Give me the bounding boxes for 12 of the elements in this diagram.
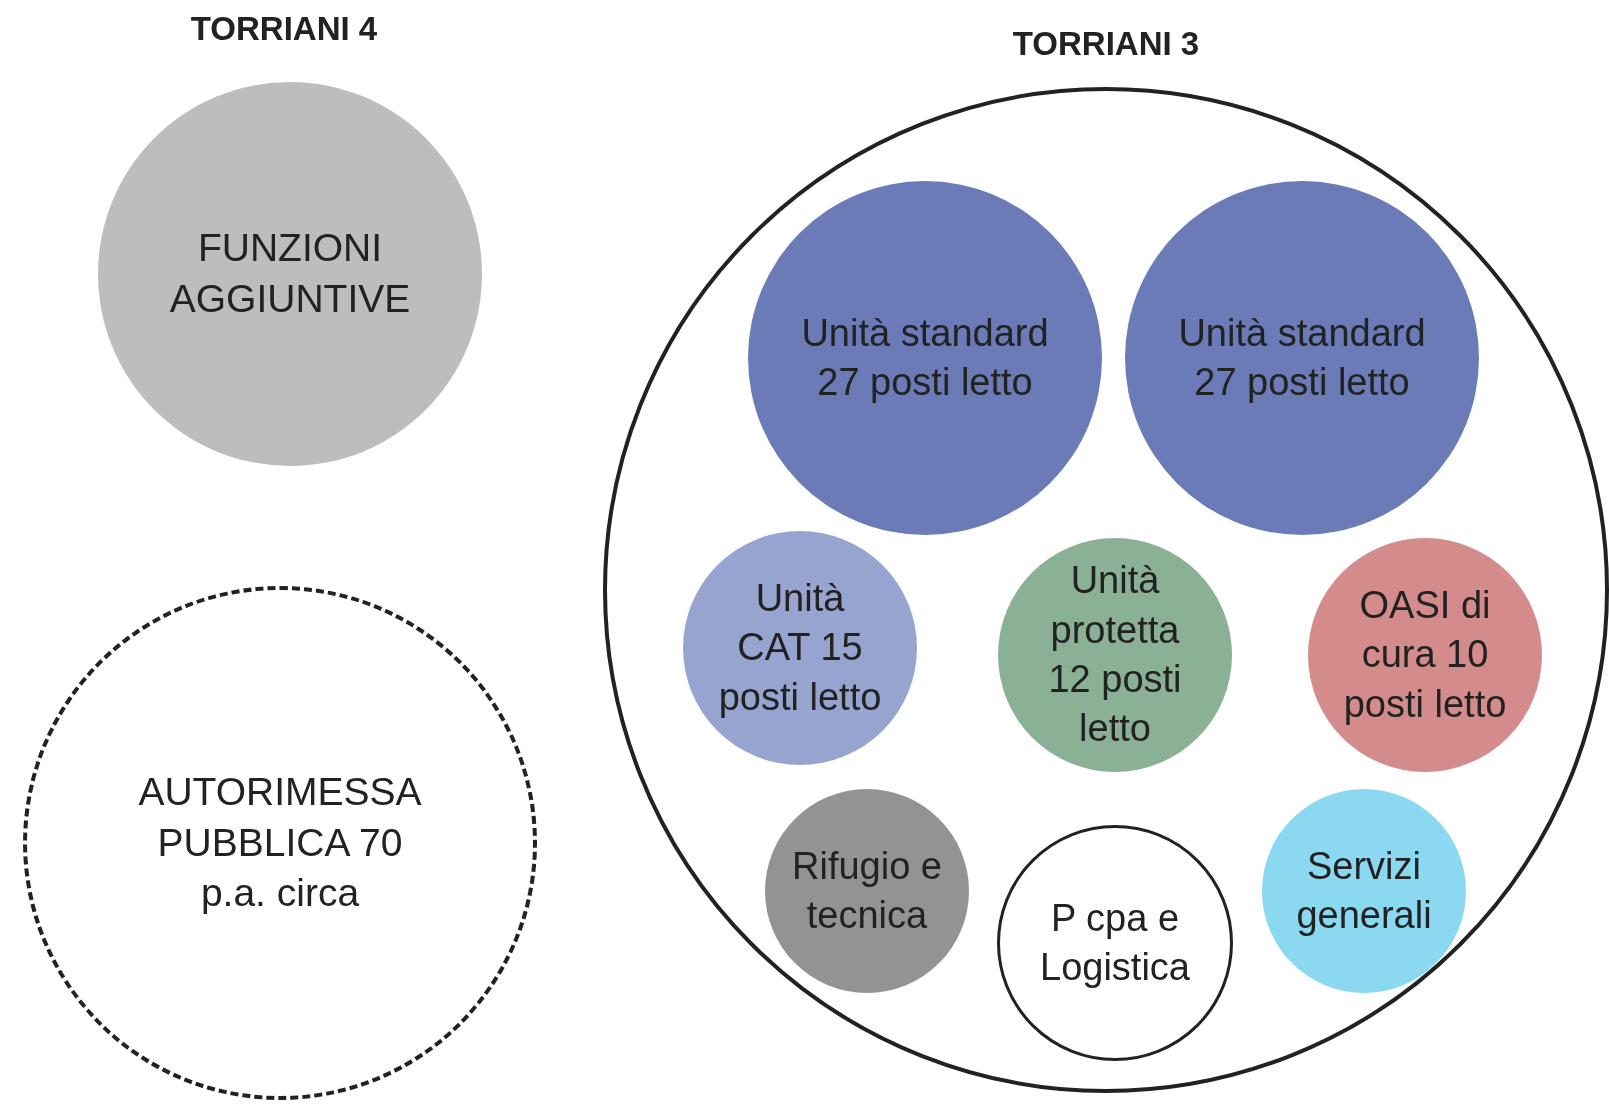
circle-label: Unità CAT 15 posti letto (717, 575, 883, 720)
circle-label: Rifugio e tecnica (791, 843, 943, 938)
circle-label: AUTORIMESSA PUBBLICA 70 p.a. circa (137, 768, 423, 917)
circle-label: Servizi generali (1295, 843, 1433, 938)
group-heading: TORRIANI 3 (1012, 25, 1200, 63)
circle-label: OASI di cura 10 posti letto (1342, 582, 1508, 727)
circle-label: Unità standard 27 posti letto (1177, 310, 1427, 405)
circle-label: Unità standard 27 posti letto (800, 310, 1050, 405)
circle-label: Unità protetta 12 posti letto (1047, 558, 1183, 752)
group-heading: TORRIANI 4 (190, 10, 378, 48)
circle-label: FUNZIONI AGGIUNTIVE (168, 225, 412, 322)
circle-label: P cpa e Logistica (1039, 895, 1191, 990)
